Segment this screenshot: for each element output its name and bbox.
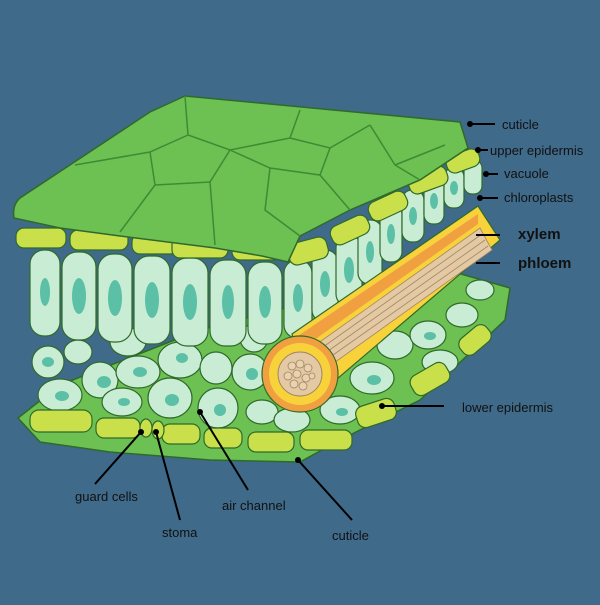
cuticle-label-bottom: cuticle [332,528,369,543]
spongy-nuclei [42,332,436,416]
upper-cuticle [12,95,469,263]
upper-epidermis-label: upper epidermis [490,143,584,158]
label-cuticle-top: cuticle [467,117,539,132]
palisade-nuclei [40,181,458,320]
vascular-bundle [261,205,501,413]
label-xylem: xylem [476,226,561,243]
vacuole-label: vacuole [504,166,549,181]
label-chloroplasts: chloroplasts [477,190,574,205]
phloem-label: phloem [518,255,571,272]
label-guard-cells: guard cells [75,429,144,504]
xylem-label: xylem [518,226,561,243]
chloroplasts-label: chloroplasts [504,190,574,205]
stoma-label: stoma [162,525,198,540]
label-vacuole: vacuole [483,166,549,181]
lower-epidermis-label: lower epidermis [462,400,554,415]
label-lower-epidermis: lower epidermis [379,400,554,415]
lower-epidermis-cells [29,324,492,453]
label-phloem: phloem [476,255,571,272]
air-channel-label: air channel [222,498,286,513]
label-air-channel: air channel [197,409,286,513]
guard-cells-label: guard cells [75,489,138,504]
label-upper-epidermis: upper epidermis [475,143,584,158]
cuticle-label-top: cuticle [502,117,539,132]
label-cuticle-bottom: cuticle [295,457,369,543]
label-stoma: stoma [153,429,198,540]
